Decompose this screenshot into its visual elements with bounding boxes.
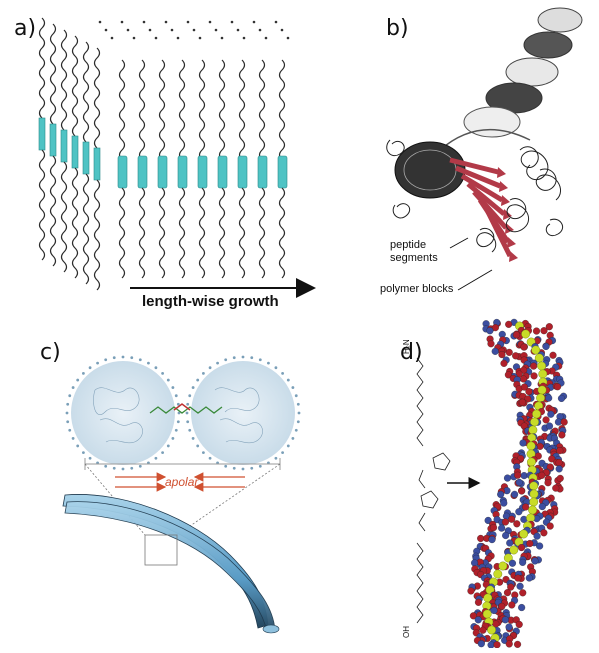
- panel-label-c: c): [40, 340, 61, 365]
- panel-c-illustration: apolar: [62, 355, 301, 634]
- panel-c-diagram: apolar: [55, 330, 320, 640]
- linker-chain: [149, 406, 223, 414]
- panel-b-illustration: peptide segments polymer blocks: [380, 7, 583, 295]
- fiber-bundle: [62, 494, 280, 634]
- micelle-dots: [65, 355, 301, 471]
- micelle-right: [191, 361, 295, 465]
- polymer-blocks-label: polymer blocks: [380, 283, 454, 295]
- chem-h2n: H₂N: [402, 339, 411, 354]
- zoom-box: [144, 534, 178, 566]
- chemical-structure: [416, 357, 451, 624]
- apolar-label: apolar: [165, 475, 199, 489]
- panel-label-d: d): [400, 340, 423, 365]
- polymer-coils: [386, 139, 563, 253]
- chem-oh: OH: [402, 626, 411, 638]
- panel-a-illustration: length-wise growth: [38, 17, 316, 310]
- helical-fiber-model: [467, 318, 568, 648]
- micelle-left: [71, 361, 175, 465]
- helix-ribbon: [439, 7, 583, 151]
- growth-caption: length-wise growth: [142, 293, 279, 310]
- panel-a-diagram: length-wise growth: [30, 10, 320, 315]
- panel-d-diagram: H₂N OH: [395, 318, 599, 648]
- panel-label-b: b): [386, 16, 409, 41]
- panel-d-illustration: H₂N OH: [402, 318, 568, 648]
- panel-label-a: a): [14, 16, 37, 41]
- peptide-arrows: [449, 157, 518, 262]
- peptide-segments-label: peptide segments: [390, 239, 438, 264]
- panel-b-diagram: peptide segments polymer blocks: [370, 0, 599, 320]
